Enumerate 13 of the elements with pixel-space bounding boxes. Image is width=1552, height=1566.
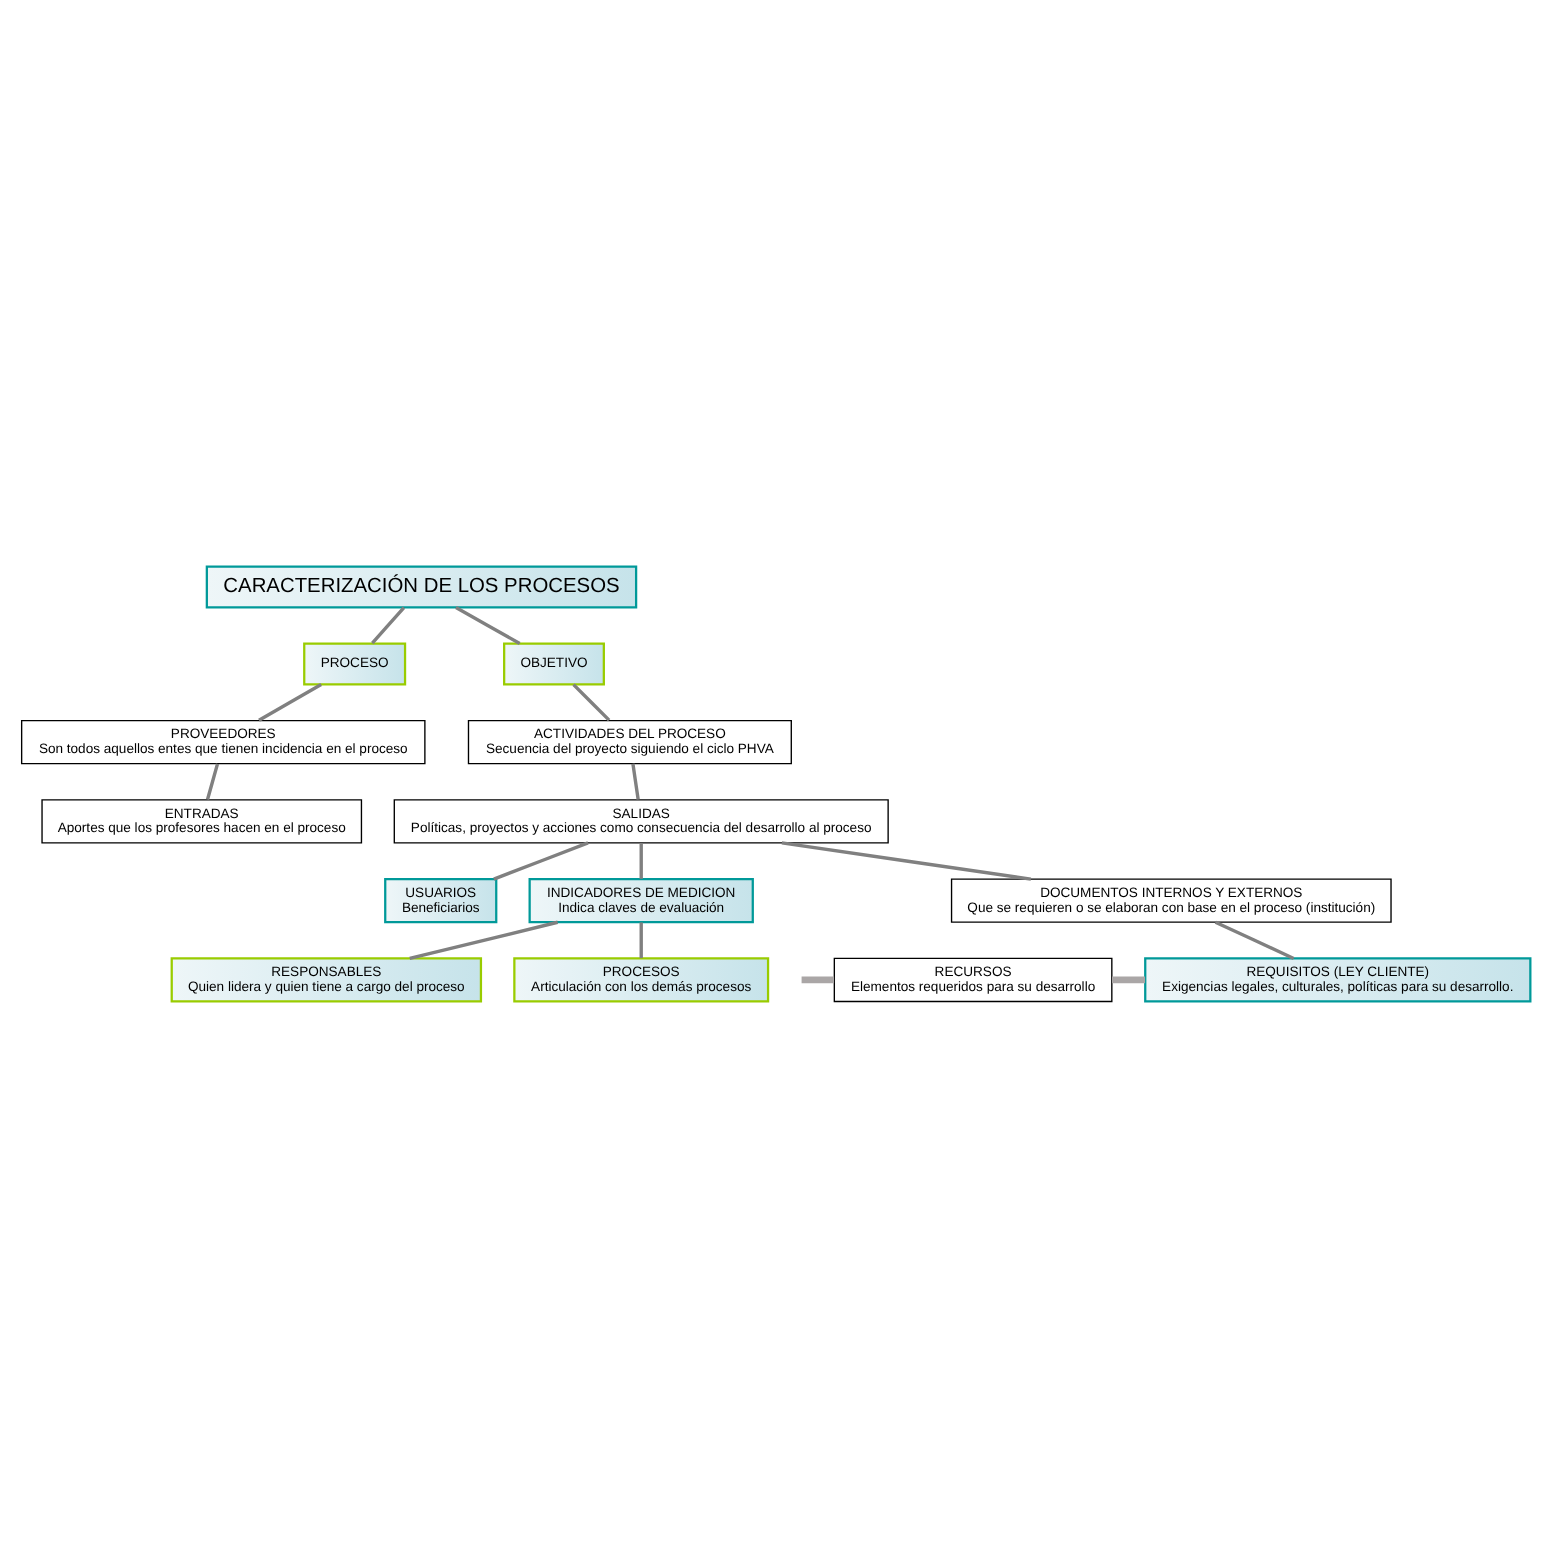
connector [455,605,521,644]
connector [371,605,406,644]
connector [572,682,611,721]
connector [781,840,1032,880]
connector [639,842,643,878]
connector [1112,975,1146,983]
connector [258,681,322,721]
connector [205,762,220,799]
node-box: CARACTERIZACIÓN DE LOS PROCESOS [205,564,638,608]
connector [631,762,640,799]
connector [801,975,835,983]
connector [639,921,643,958]
connector [409,919,559,960]
